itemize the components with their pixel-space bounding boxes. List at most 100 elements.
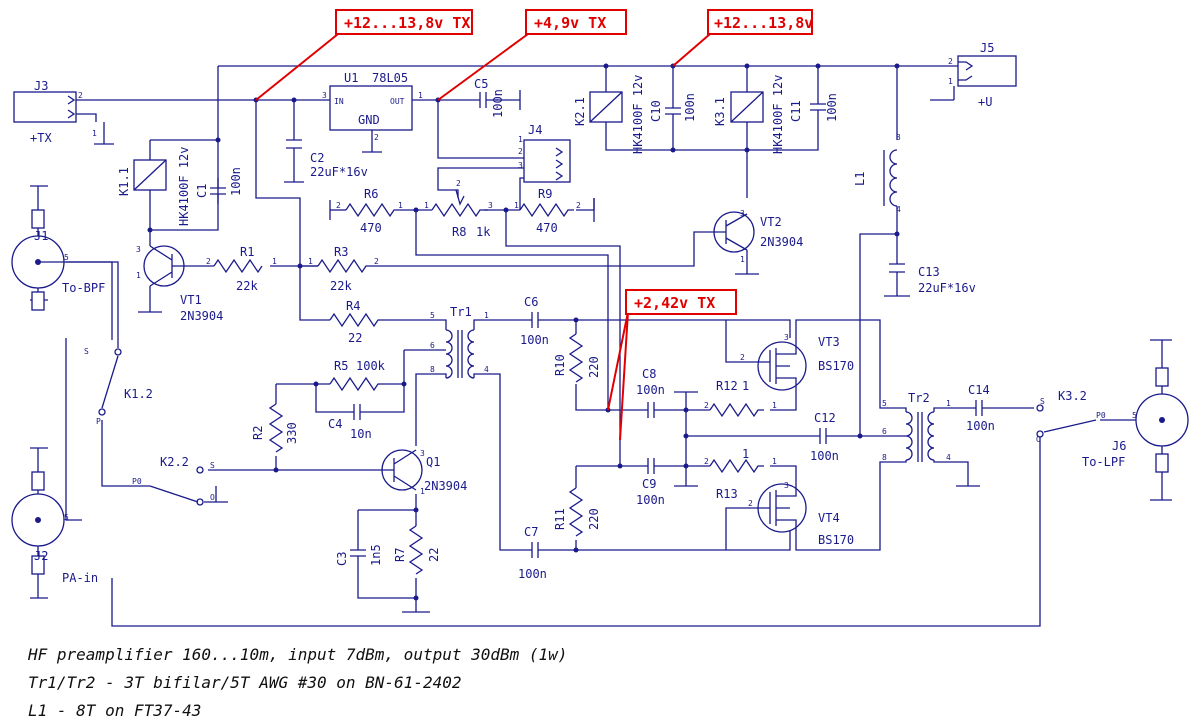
j6-net: To-LPF: [1082, 455, 1125, 469]
wires: [65, 65, 1138, 627]
transistors: [143, 211, 807, 533]
r2-value: 330: [285, 422, 299, 444]
svg-text:5: 5: [1132, 411, 1137, 420]
svg-text:2: 2: [374, 133, 379, 142]
tr2-ref: Tr2: [908, 391, 930, 405]
svg-text:1: 1: [772, 401, 777, 410]
j5-net: +U: [978, 95, 992, 109]
svg-text:1: 1: [948, 77, 953, 86]
connector-j2: J2 PA-in: [11, 448, 98, 598]
note-line-2: Tr1/Tr2 - 3T bifilar/5T AWG #30 on BN-61…: [28, 673, 461, 692]
junction-dots: [147, 63, 900, 601]
r8-value: 1k: [476, 225, 491, 239]
svg-text:5: 5: [64, 253, 69, 262]
svg-text:P0: P0: [1096, 411, 1106, 420]
r12-ref: R12: [716, 379, 738, 393]
u1-out: OUT: [390, 97, 405, 106]
svg-text:1: 1: [518, 135, 523, 144]
c6-value: 100n: [520, 333, 549, 347]
c4-ref: C4: [328, 417, 342, 431]
r1-ref: R1: [240, 245, 254, 259]
u1-part: 78L05: [372, 71, 408, 85]
j1-ref: J1: [34, 229, 48, 243]
svg-text:1: 1: [484, 311, 489, 320]
svg-text:2: 2: [456, 179, 461, 188]
resistor-labels: R1 22k R3 22k R4 22 R5 100k R6 470 R8 1k…: [236, 187, 749, 562]
connector-j3: J3 +TX: [13, 79, 97, 145]
u1-gnd: GND: [358, 113, 380, 127]
r5-value: 100k: [356, 359, 386, 373]
r4-value: 22: [348, 331, 362, 345]
svg-text:1: 1: [418, 91, 423, 100]
r11-value: 220: [587, 508, 601, 530]
r12-value: 1: [742, 379, 749, 393]
transistor-labels: VT1 2N3904 VT2 2N3904 Q1 2N3904 VT3 BS17…: [180, 215, 854, 547]
relay-labels: K1.1 HK4100F 12v K2.1 HK4100F 12v K3.1 H…: [117, 75, 1087, 469]
c12-ref: C12: [814, 411, 836, 425]
c2-value: 22uF*16v: [310, 165, 368, 179]
svg-text:2: 2: [704, 457, 709, 466]
svg-text:P: P: [96, 417, 101, 426]
svg-text:O: O: [1036, 435, 1041, 444]
u1-ref: U1: [344, 71, 358, 85]
svg-text:5: 5: [64, 513, 69, 522]
connector-j4: J4: [523, 123, 571, 183]
callout-reg-out: +4,9v TX: [534, 14, 606, 32]
c10-ref: C10: [649, 100, 663, 122]
l1-ref: L1: [853, 172, 867, 186]
r7-value: 22: [427, 548, 441, 562]
vt2-part: 2N3904: [760, 235, 803, 249]
svg-text:1: 1: [946, 399, 951, 408]
svg-text:P0: P0: [132, 477, 142, 486]
c10-value: 100n: [683, 93, 697, 122]
c13-ref: C13: [918, 265, 940, 279]
callout-main-rail: +12...13,8v: [714, 14, 813, 32]
svg-text:3: 3: [136, 245, 141, 254]
k2-ref: K2.1: [573, 97, 587, 126]
c5-value: 100n: [491, 89, 505, 118]
c3-ref: C3: [335, 552, 349, 566]
svg-text:O: O: [210, 493, 215, 502]
capacitor-labels: C5 100n C6 100n C7 100n C8 100n C9 100n …: [195, 77, 995, 581]
notes: HF preamplifier 160...10m, input 7dBm, o…: [27, 645, 567, 720]
c9-value: 100n: [636, 493, 665, 507]
svg-text:2: 2: [704, 401, 709, 410]
svg-text:3: 3: [488, 201, 493, 210]
r6-value: 470: [360, 221, 382, 235]
resistors: [213, 189, 764, 575]
svg-text:3: 3: [322, 91, 327, 100]
j4-ref: J4: [528, 123, 542, 137]
svg-text:2: 2: [518, 147, 523, 156]
c8-value: 100n: [636, 383, 665, 397]
svg-text:1: 1: [772, 457, 777, 466]
tr1-ref: Tr1: [450, 305, 472, 319]
r11-ref: R11: [553, 508, 567, 530]
svg-text:1: 1: [514, 201, 519, 210]
k3-ref: K3.1: [713, 97, 727, 126]
r13-ref: R13: [716, 487, 738, 501]
k32-ref: K3.2: [1058, 389, 1087, 403]
j5-ref: J5: [980, 41, 994, 55]
svg-text:3: 3: [896, 133, 901, 142]
svg-text:8: 8: [882, 453, 887, 462]
svg-text:4: 4: [896, 205, 901, 214]
k1-ref: K1.1: [117, 167, 131, 196]
connector-j1: J1 To-BPF: [11, 186, 113, 340]
svg-text:2: 2: [374, 257, 379, 266]
c11-value: 100n: [825, 93, 839, 122]
svg-text:5: 5: [430, 311, 435, 320]
callout-tx-rail: +12...13,8v TX: [344, 14, 470, 32]
ground-symbols: [30, 86, 1172, 613]
svg-text:S: S: [84, 347, 89, 356]
vt2-ref: VT2: [760, 215, 782, 229]
j1-net: To-BPF: [62, 281, 105, 295]
j6-ref: J6: [1112, 439, 1126, 453]
r9-value: 470: [536, 221, 558, 235]
vt3-ref: VT3: [818, 335, 840, 349]
svg-text:4: 4: [946, 453, 951, 462]
svg-text:2: 2: [206, 257, 211, 266]
capacitors: [210, 92, 992, 566]
vt4-ref: VT4: [818, 511, 840, 525]
svg-text:1: 1: [420, 487, 425, 496]
